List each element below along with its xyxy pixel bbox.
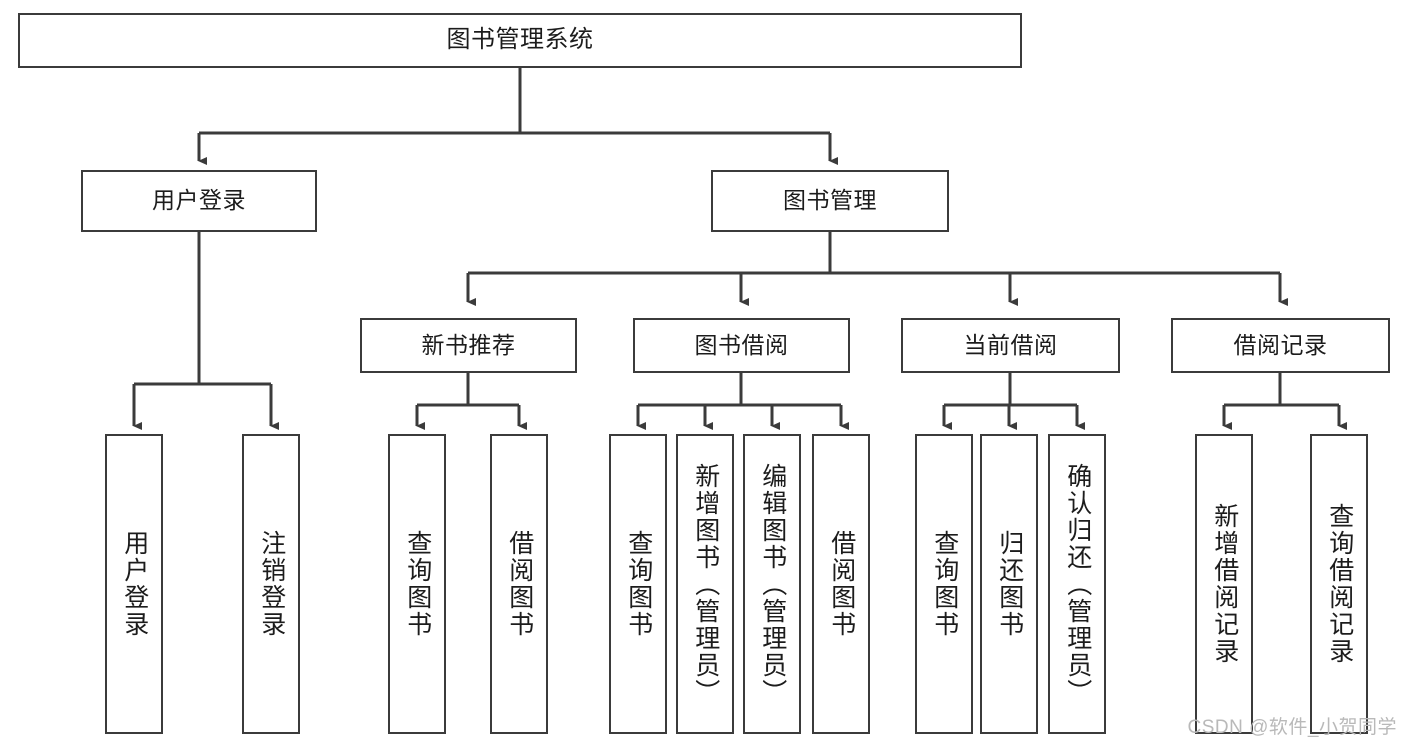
leaf-query-book-current[interactable]: 查询图书	[915, 434, 973, 734]
leaf-query-book-borrow[interactable]: 查询图书	[609, 434, 667, 734]
node-label: 新书推荐	[421, 331, 516, 358]
node-label: 查询图书	[403, 530, 432, 638]
node-label: 注销登录	[257, 530, 286, 638]
node-label: 查询借阅记录	[1325, 503, 1354, 665]
node-label: 查询图书	[624, 530, 653, 638]
node-label: 图书管理系统	[446, 26, 594, 54]
node-label: 编辑图书（管理员）	[758, 462, 787, 706]
leaf-borrow-book-newbook[interactable]: 借阅图书	[490, 434, 548, 734]
node-current-borrow[interactable]: 当前借阅	[901, 318, 1120, 373]
leaf-user-login[interactable]: 用户登录	[105, 434, 163, 734]
node-label: 借阅记录	[1233, 331, 1328, 358]
node-label: 确认归还（管理员）	[1063, 462, 1092, 706]
leaf-add-book-admin[interactable]: 新增图书（管理员）	[676, 434, 734, 734]
node-user-login[interactable]: 用户登录	[81, 170, 317, 232]
node-label: 新增图书（管理员）	[691, 462, 720, 706]
leaf-logout[interactable]: 注销登录	[242, 434, 300, 734]
node-label: 图书借阅	[694, 331, 789, 358]
node-root-library-system[interactable]: 图书管理系统	[18, 13, 1022, 68]
node-label: 用户登录	[120, 530, 149, 638]
leaf-return-book[interactable]: 归还图书	[980, 434, 1038, 734]
node-new-book-recommend[interactable]: 新书推荐	[360, 318, 577, 373]
leaf-confirm-return-admin[interactable]: 确认归还（管理员）	[1048, 434, 1106, 734]
node-label: 图书管理	[783, 187, 877, 214]
node-borrow-record[interactable]: 借阅记录	[1171, 318, 1390, 373]
node-label: 用户登录	[152, 187, 246, 214]
leaf-borrow-book[interactable]: 借阅图书	[812, 434, 870, 734]
node-label: 新增借阅记录	[1210, 503, 1239, 665]
node-label: 归还图书	[995, 530, 1024, 638]
node-label: 借阅图书	[505, 530, 534, 638]
leaf-query-book-newbook[interactable]: 查询图书	[388, 434, 446, 734]
node-label: 当前借阅	[963, 331, 1058, 358]
leaf-query-borrow-record[interactable]: 查询借阅记录	[1310, 434, 1368, 734]
leaf-add-borrow-record[interactable]: 新增借阅记录	[1195, 434, 1253, 734]
watermark-text: CSDN @软件_小贺同学	[1187, 717, 1397, 738]
node-label: 借阅图书	[827, 530, 856, 638]
node-label: 查询图书	[930, 530, 959, 638]
leaf-edit-book-admin[interactable]: 编辑图书（管理员）	[743, 434, 801, 734]
node-book-borrow[interactable]: 图书借阅	[633, 318, 850, 373]
node-book-management[interactable]: 图书管理	[711, 170, 949, 232]
